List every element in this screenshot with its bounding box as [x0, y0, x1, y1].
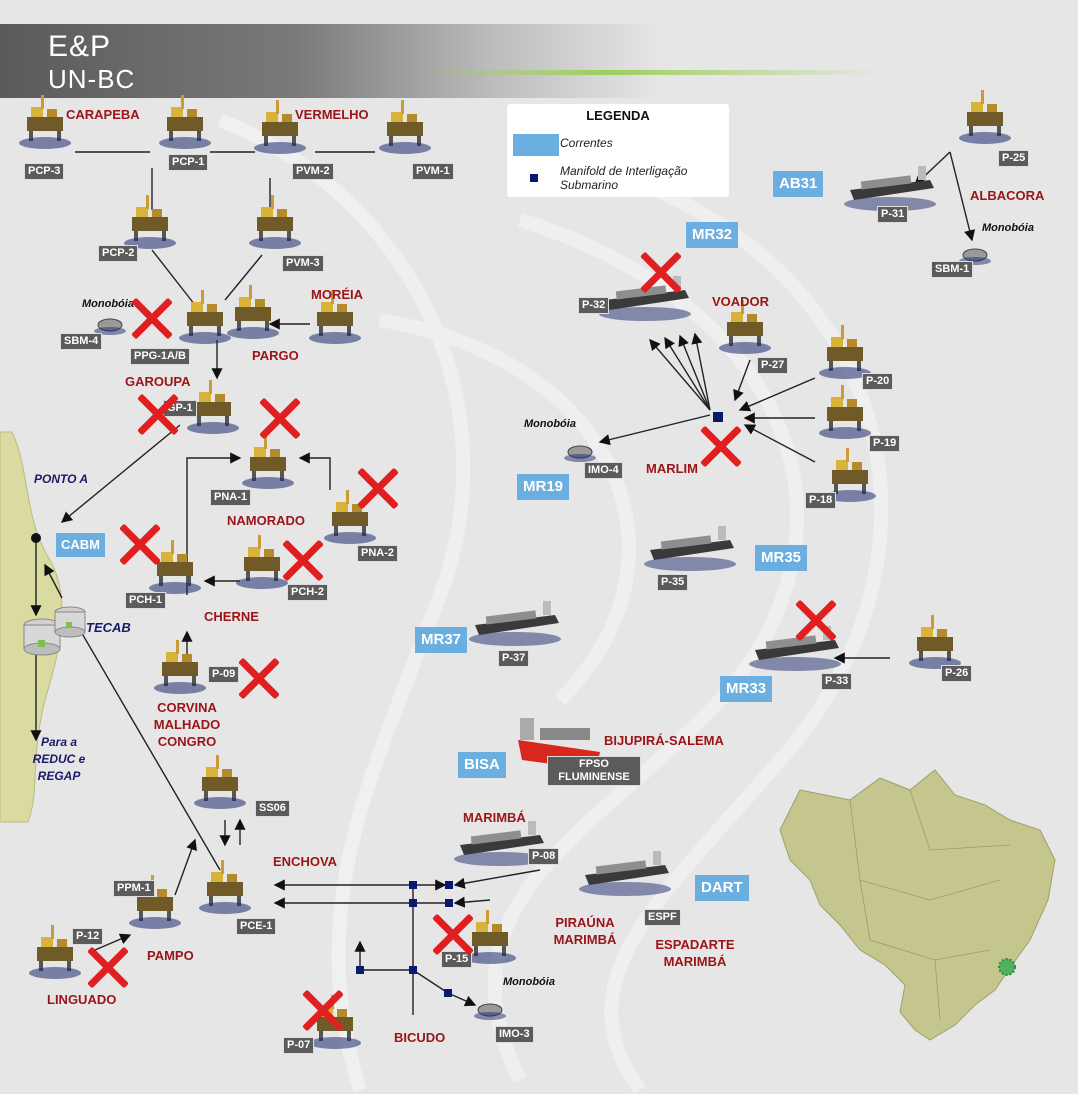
x-mark-ppg1ab	[130, 296, 174, 340]
current-ab31: AB31	[773, 171, 824, 197]
legend-manifold-label: Manifold de Interligação Submarino	[560, 164, 688, 192]
legend-currents-swatch	[513, 134, 559, 156]
monoboia-label-sbm4: Monobóia	[82, 298, 134, 310]
current-cabm: CABM	[56, 533, 105, 557]
field-namorado: NAMORADO	[227, 513, 305, 528]
platform-label-ppg1ab: PPG-1A/B	[130, 348, 190, 365]
x-mark-p32	[639, 250, 683, 294]
platform-label-pvm2: PVM-2	[292, 163, 334, 180]
tecab-tanks	[23, 606, 86, 656]
current-mr33: MR33	[720, 676, 773, 702]
field-marlim: MARLIM	[646, 461, 698, 476]
platform-label-pce1: PCE-1	[236, 918, 277, 935]
platform-label-p18: P-18	[805, 492, 837, 509]
field-marimba: MARIMBÁ	[463, 810, 526, 825]
platform-label-pvm1: PVM-1	[412, 163, 454, 180]
current-mr37: MR37	[415, 627, 468, 653]
x-mark-p07	[301, 988, 345, 1032]
current-mr32: MR32	[686, 222, 739, 248]
x-mark-p33	[794, 598, 838, 642]
header-banner: E&P UN-BC	[0, 24, 660, 98]
platform-label-ss06: SS06	[255, 800, 290, 817]
legend-currents-label: Correntes	[560, 136, 613, 150]
x-mark-pch1	[118, 522, 162, 566]
platform-label-imo4: IMO-4	[584, 462, 623, 479]
platform-label-p35: P-35	[657, 574, 689, 591]
onshore-destination: Para a REDUC e REGAP	[32, 735, 86, 783]
legend-manifold-icon	[530, 174, 538, 182]
current-mr35: MR35	[755, 545, 808, 571]
platform-label-p32: P-32	[578, 297, 610, 314]
platform-label-pna2: PNA-2	[357, 545, 399, 562]
platform-label-p33: P-33	[821, 673, 853, 690]
x-mark-pch2	[281, 538, 325, 582]
onshore-tecab: TECAB	[86, 620, 131, 635]
field-moreia: MORÉIA	[311, 287, 363, 302]
x-mark-pna1	[258, 396, 302, 440]
field-cherne: CHERNE	[204, 609, 259, 624]
field-voador: VOADOR	[712, 294, 770, 309]
platform-label-p20: P-20	[862, 373, 894, 390]
x-mark-pna2	[356, 466, 400, 510]
platform-label-p07: P-07	[283, 1037, 315, 1054]
monoboia-label-sbm1: Monobóia	[982, 222, 1034, 234]
platform-label-ppm1: PPM-1	[113, 880, 155, 897]
x-mark-p09	[237, 656, 281, 700]
platform-label-pch2: PCH-2	[287, 584, 329, 601]
field-albacora: ALBACORA	[970, 188, 1045, 203]
field-bicudo: BICUDO	[394, 1030, 446, 1045]
legend-title: LEGENDA	[586, 108, 650, 123]
platform-label-p27: P-27	[757, 357, 789, 374]
legend: LEGENDA Correntes Manifold de Interligaç…	[507, 104, 729, 197]
x-mark-p15	[431, 912, 475, 956]
platform-label-p26: P-26	[941, 665, 973, 682]
platform-label-pch1: PCH-1	[125, 592, 167, 609]
field-vermelho: VERMELHO	[295, 107, 369, 122]
x-mark-gp1	[136, 392, 180, 436]
current-dart: DART	[695, 875, 749, 901]
platform-label-espf: ESPF	[644, 909, 681, 926]
platform-label-imo3: IMO-3	[495, 1026, 534, 1043]
platform-label-p12: P-12	[72, 928, 104, 945]
platform-label-p08: P-08	[528, 848, 560, 865]
field-corvina-malhado-congro: CORVINA MALHADO CONGRO	[153, 700, 221, 749]
platform-label-pcp1: PCP-1	[168, 154, 209, 171]
platform-label-pvm3: PVM-3	[282, 255, 324, 272]
platform-label-p31: P-31	[877, 206, 909, 223]
platform-label-pna1: PNA-1	[210, 489, 252, 506]
field-linguado: LINGUADO	[47, 992, 117, 1007]
field-espadarte-marimba: ESPADARTE MARIMBÁ	[655, 937, 735, 969]
x-mark-p12	[86, 945, 130, 989]
field-enchova: ENCHOVA	[273, 854, 338, 869]
platform-label-sbm1: SBM-1	[931, 261, 974, 278]
field-pargo: PARGO	[252, 348, 299, 363]
onshore-ponto-a: PONTO A	[34, 472, 89, 486]
current-bisa: BISA	[458, 752, 506, 778]
platform-label-fpso-fluminense: FPSO FLUMINENSE	[547, 756, 641, 786]
platform-label-pcp3: PCP-3	[24, 163, 65, 180]
field-carapeba: CARAPEBA	[66, 107, 140, 122]
platform-label-sbm4: SBM-4	[60, 333, 103, 350]
header-accent-line	[420, 70, 880, 75]
current-mr19: MR19	[517, 474, 570, 500]
platform-label-p25: P-25	[998, 150, 1030, 167]
monoboia-label-imo4: Monobóia	[524, 418, 576, 430]
header-subtitle: UN-BC	[48, 64, 136, 94]
field-pampo: PAMPO	[147, 948, 194, 963]
field-piracuna-marimba: PIRAÚNA MARIMBÁ	[553, 915, 617, 947]
platform-label-p09: P-09	[208, 666, 240, 683]
header-title: E&P	[48, 30, 112, 63]
x-mark-marlim	[699, 424, 743, 468]
monoboia-label-imo3: Monobóia	[503, 976, 555, 988]
field-garoupa: GAROUPA	[125, 374, 191, 389]
platform-label-pcp2: PCP-2	[98, 245, 139, 262]
field-bijupira-salema: BIJUPIRÁ-SALEMA	[604, 733, 724, 748]
platform-label-p37: P-37	[498, 650, 530, 667]
platform-label-p19: P-19	[869, 435, 901, 452]
